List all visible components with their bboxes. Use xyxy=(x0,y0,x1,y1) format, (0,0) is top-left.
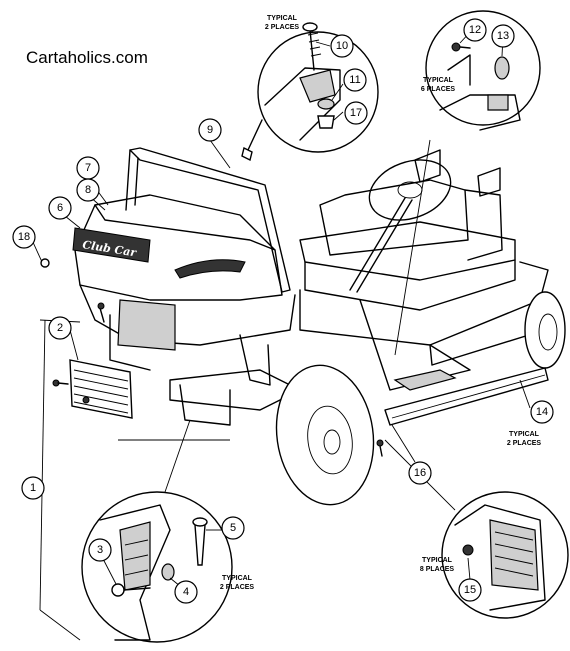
callout-9: 9 xyxy=(198,118,222,142)
callout-17: 17 xyxy=(344,101,368,125)
note-14: TYPICAL 2 PLACES xyxy=(507,431,542,447)
svg-text:6: 6 xyxy=(57,202,63,214)
svg-text:TYPICAL: TYPICAL xyxy=(509,431,540,438)
svg-text:13: 13 xyxy=(497,30,509,42)
part-18-washer xyxy=(40,258,50,268)
callout-12: 12 xyxy=(463,18,487,42)
svg-text:TYPICAL: TYPICAL xyxy=(423,77,454,84)
callout-4: 4 xyxy=(174,580,198,604)
callout-8: 8 xyxy=(76,178,100,202)
svg-text:11: 11 xyxy=(349,74,360,86)
svg-text:2 PLACES: 2 PLACES xyxy=(220,584,255,591)
svg-text:TYPICAL: TYPICAL xyxy=(222,575,253,582)
svg-text:10: 10 xyxy=(336,40,348,52)
svg-text:1: 1 xyxy=(30,482,36,494)
inset-top xyxy=(241,22,379,162)
callout-11: 11 xyxy=(343,68,367,92)
svg-text:6 PLACES: 6 PLACES xyxy=(421,86,456,93)
callout-2: 2 xyxy=(48,316,72,340)
site-label: Cartaholics.com xyxy=(26,48,148,67)
note-15: TYPICAL 8 PLACES xyxy=(420,557,455,573)
svg-text:8 PLACES: 8 PLACES xyxy=(420,566,455,573)
svg-text:2 PLACES: 2 PLACES xyxy=(507,440,542,447)
svg-text:15: 15 xyxy=(464,584,476,596)
callout-18: 18 xyxy=(12,225,36,249)
note-12: TYPICAL 6 PLACES xyxy=(421,77,456,93)
callout-3: 3 xyxy=(88,538,112,562)
note-10: TYPICAL 2 PLACES xyxy=(265,15,300,31)
callout-7: 7 xyxy=(76,156,100,180)
front-grille xyxy=(52,359,133,419)
svg-text:2: 2 xyxy=(57,322,63,334)
hardware-details xyxy=(40,258,384,457)
callout-14: 14 xyxy=(530,400,554,424)
note-5: TYPICAL 2 PLACES xyxy=(220,575,255,591)
callout-5: 5 xyxy=(221,516,245,540)
svg-text:14: 14 xyxy=(536,406,548,418)
callout-1: 1 xyxy=(21,476,45,500)
callout-16: 16 xyxy=(408,461,432,485)
svg-text:8: 8 xyxy=(85,184,91,196)
callout-10: 10 xyxy=(330,34,354,58)
svg-text:TYPICAL: TYPICAL xyxy=(422,557,453,564)
svg-text:12: 12 xyxy=(469,24,481,36)
cart-body: Club Car xyxy=(39,147,566,641)
brand-emblem xyxy=(72,227,151,263)
leader-lines xyxy=(31,29,531,591)
svg-text:17: 17 xyxy=(350,107,362,119)
inset-lower-left xyxy=(81,419,233,643)
svg-text:2 PLACES: 2 PLACES xyxy=(265,24,300,31)
svg-text:TYPICAL: TYPICAL xyxy=(267,15,298,22)
callout-6: 6 xyxy=(48,196,72,220)
callout-15: 15 xyxy=(458,578,482,602)
svg-text:9: 9 xyxy=(207,124,213,136)
svg-text:18: 18 xyxy=(18,231,30,243)
svg-text:16: 16 xyxy=(414,467,426,479)
svg-text:5: 5 xyxy=(230,522,236,534)
svg-text:7: 7 xyxy=(85,162,91,174)
svg-text:3: 3 xyxy=(97,544,103,556)
callout-13: 13 xyxy=(491,24,515,48)
svg-text:4: 4 xyxy=(183,586,189,598)
